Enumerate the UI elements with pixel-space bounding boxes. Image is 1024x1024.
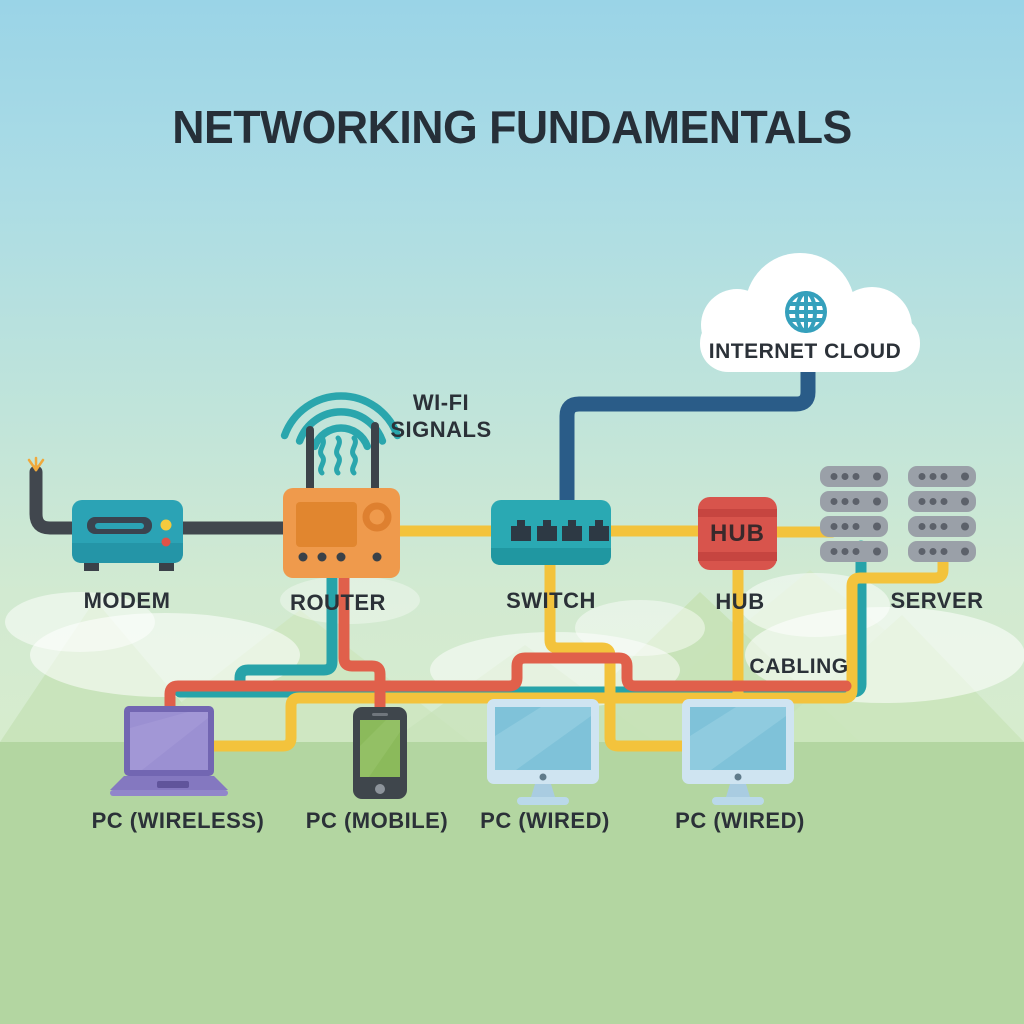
switch-icon: [491, 500, 611, 565]
smartphone-icon: [353, 707, 407, 799]
cable-yellow-server-laptop: [207, 548, 949, 752]
router-device: [278, 386, 406, 582]
wifi-label-line2: SIGNALS: [390, 417, 492, 442]
globe-icon: [785, 291, 827, 333]
monitor-icon: [487, 699, 599, 805]
server-rack-icon: [820, 466, 976, 562]
router-label: ROUTER: [290, 590, 386, 615]
internet-cloud: [685, 250, 935, 375]
hub-device-text: HUB: [710, 520, 765, 547]
hub-label: HUB: [715, 589, 765, 614]
pc-wired-1-label: PC (WIRED): [480, 808, 610, 833]
wifi-signals-label: WI-FI SIGNALS: [390, 389, 491, 443]
server-device: [818, 466, 980, 568]
diagram-title: NETWORKING FUNDAMENTALS: [172, 101, 852, 153]
pc-mobile-label: PC (MOBILE): [305, 808, 449, 833]
cabling-label: CABLING: [749, 655, 849, 678]
cable-red-laptop-to-right: [164, 652, 852, 720]
wifi-label-line1: WI-FI: [412, 390, 470, 415]
modem-icon: [72, 500, 183, 571]
pc-wireless-device: [108, 702, 230, 798]
hub-device: [696, 493, 780, 573]
cable-red-router-phone: [338, 571, 386, 720]
ethernet-ports-icon: [511, 520, 609, 541]
pc-wired-2-device: [681, 698, 795, 806]
pc-mobile-device: [352, 706, 408, 800]
pc-wired-2-label: PC (WIRED): [675, 808, 805, 833]
laptop-icon: [110, 706, 228, 796]
pc-wired-1-device: [486, 698, 600, 806]
switch-device: [489, 496, 613, 570]
internet-cloud-label: INTERNET CLOUD: [708, 340, 902, 363]
server-label: SERVER: [890, 588, 984, 613]
monitor-icon: [682, 699, 794, 805]
modem-label: MODEM: [83, 588, 171, 613]
spark-icon: [27, 456, 45, 472]
hub-icon: [698, 497, 777, 570]
switch-label: SWITCH: [506, 588, 596, 613]
cable-teal-router-branch: [234, 571, 338, 698]
router-icon: [283, 422, 400, 578]
cable-navy-cloud-switch: [559, 344, 816, 510]
cable-black-wall-modem: [29, 465, 84, 535]
modem-device: [70, 498, 186, 574]
cable-yellow-switch-pc: [544, 557, 693, 752]
cables-layer: [27, 344, 949, 752]
server-leds: [830, 472, 969, 556]
cloud-shape: [700, 253, 920, 372]
pc-wireless-label: PC (WIRELESS): [91, 808, 265, 833]
cables-yellow: [207, 525, 949, 752]
